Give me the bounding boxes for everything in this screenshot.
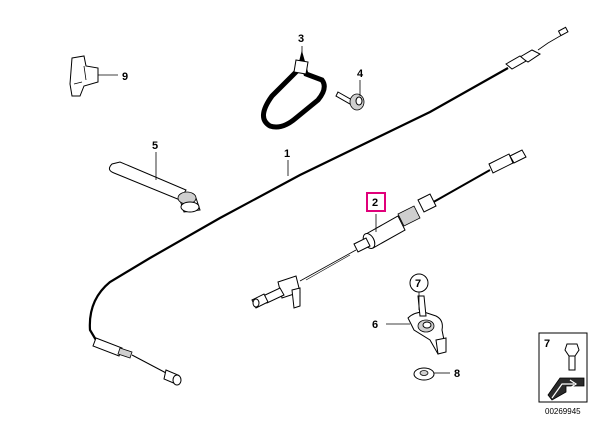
cable-part-2 [251,149,527,309]
callout-2-highlight-box [366,192,386,212]
bracket-part-3 [261,50,327,130]
holder-part-6 [407,311,447,355]
callout-5: 5 [152,140,158,152]
strap-part-5 [108,161,201,213]
clip-part-9 [69,55,99,97]
nut-part-8 [413,367,435,381]
legend-bolt-icon [564,343,580,371]
callout-4: 4 [357,68,364,80]
cable-part-1 [88,26,569,386]
callout-8: 8 [454,368,460,380]
bolt-part-4 [335,91,365,111]
callout-7-circle [409,273,429,293]
legend-box: 7 [538,332,588,403]
callout-9: 9 [122,71,128,83]
legend-arrow-icon [547,377,585,401]
callout-7: 7 [415,278,421,290]
callout-1: 1 [284,148,290,160]
callout-2: 2 [372,197,378,209]
diagram-id: 00269945 [545,407,581,416]
callout-3: 3 [298,33,304,45]
legend-label: 7 [544,338,550,350]
callout-6: 6 [372,319,378,331]
